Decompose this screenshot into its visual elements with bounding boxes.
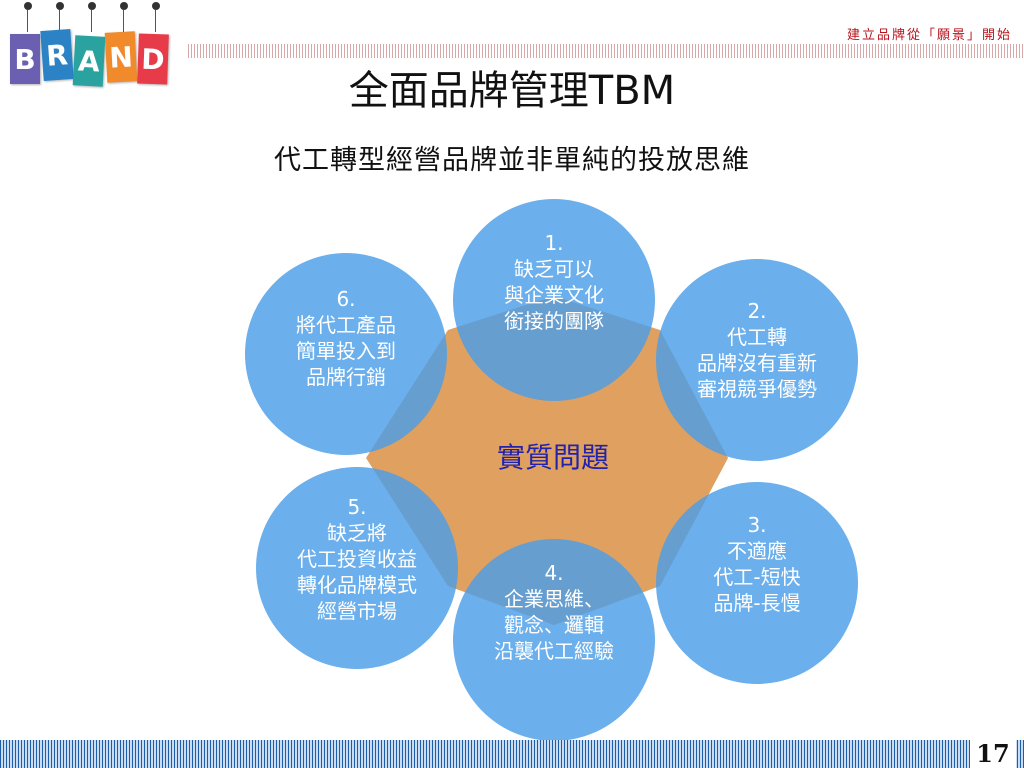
circle-item-6 [245,253,447,455]
pin-icon [120,2,128,10]
circle-label-2: 2. 代工轉 品牌沒有重新 審視競爭優勢 [697,299,817,401]
slide-title: 全面品牌管理TBM [348,68,676,114]
pin-icon [56,2,64,10]
pin-icon [152,2,160,10]
pin-icon [88,2,96,10]
page-number: 17 [970,739,1016,768]
circle-item-2 [656,259,858,461]
center-label: 實質問題 [496,441,609,474]
circle-item-1 [453,199,655,401]
circle-label-4: 4. 企業思維、 觀念、邏輯 沿襲代工經驗 [494,561,614,663]
center-hexagon [366,296,728,625]
circle-item-3 [656,482,858,684]
circle-label-6: 6. 將代工產品 簡單投入到 品牌行銷 [296,287,396,389]
slide-subtitle: 代工轉型經營品牌並非單純的投放思維 [274,145,750,176]
header-tagline: 建立品牌從「願景」開始 [846,28,1012,43]
header-stripe [188,44,1024,58]
brand-logo: B R A N D [4,2,176,94]
circle-label-5: 5. 缺乏將 代工投資收益 轉化品牌模式 經營市場 [297,495,417,623]
pin-icon [24,2,32,10]
circle-item-5 [256,467,458,669]
logo-letter-b: B [10,34,40,84]
circle-label-1: 1. 缺乏可以 與企業文化 銜接的團隊 [504,231,604,333]
circle-label-3: 3. 不適應 代工-短快 品牌-長慢 [713,513,801,615]
footer-stripe [0,740,1024,768]
circle-item-4 [453,539,655,741]
